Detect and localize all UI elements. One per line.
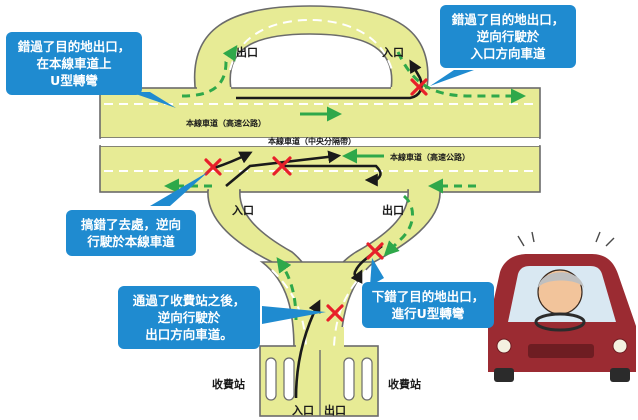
cross-mark-top-right <box>410 78 428 96</box>
callout-top-left-line-2: 在本線車道上 <box>36 56 112 71</box>
black-arrow-upper-mainline <box>236 59 423 100</box>
green-arrow-top-loop-exit <box>181 45 238 98</box>
top-loop-ramp <box>193 5 429 96</box>
label-gate-entrance: 入口 <box>292 404 314 417</box>
black-arrow-mainline-uturn <box>280 164 382 187</box>
wrong-way-driver-illustration <box>488 231 636 382</box>
toll-plaza <box>259 345 379 417</box>
label-toll-left: 收費站 <box>212 377 245 391</box>
cross-mark-right-ramp <box>366 242 384 260</box>
normal-flow-arrows <box>164 45 526 321</box>
label-entrance-top-right: 入口 <box>382 46 404 59</box>
callout-top-left: 錯過了目的地出口， 在本線車道上 U型轉彎 <box>6 32 142 95</box>
panic-lines <box>517 231 615 247</box>
car-headlight-left <box>496 338 512 354</box>
toll-booths <box>265 357 373 401</box>
pointer-top-left <box>130 92 176 108</box>
pointer-top-right <box>430 70 474 86</box>
wrong-way-marks <box>204 78 428 322</box>
car-headlight-right <box>612 338 628 354</box>
driver-hair <box>538 272 584 288</box>
label-lane-upper: 本線車道（高速公路） <box>185 118 266 128</box>
callout-top-left-line-3: U型轉彎 <box>50 73 98 88</box>
callout-bottom-left-line-1: 通過了收費站之後， <box>132 293 246 308</box>
median-strip <box>101 138 539 146</box>
car-wheel-right <box>610 368 630 382</box>
black-arrow-lower-reverse <box>213 151 253 170</box>
callout-top-right-line-1: 錯過了目的地出口， <box>451 12 565 27</box>
callout-mid-right-line-1: 下錯了目的地出口， <box>371 289 485 304</box>
callout-bottom-left-line-3: 出口方向車道。 <box>145 327 233 342</box>
callout-mid-left-line-2: 行駛於本線車道 <box>87 234 175 249</box>
steering-wheel <box>534 312 586 332</box>
callout-bottom-left-line-2: 逆向行駛於 <box>157 310 221 325</box>
green-arrow-top-right-entrance <box>396 51 526 104</box>
callout-mid-left-line-1: 搞錯了去處，逆向 <box>80 217 181 232</box>
callout-bottom-left: 通過了收費站之後， 逆向行駛於 出口方向車道。 <box>118 286 260 349</box>
callout-top-right-line-3: 入口方向車道 <box>470 46 546 61</box>
callout-top-right-line-2: 逆向行駛於 <box>476 29 540 44</box>
green-arrow-lower-right-entrance <box>383 194 414 257</box>
callout-top-right: 錯過了目的地出口， 逆向行駛於 入口方向車道 <box>440 5 576 68</box>
callout-mid-right: 下錯了目的地出口， 進行U型轉彎 <box>362 282 494 328</box>
label-exit-mid-right: 出口 <box>382 203 404 217</box>
cross-mark-exit-lane <box>326 304 344 322</box>
pointer-bottom-left <box>262 306 326 324</box>
cross-mark-left-junction <box>204 158 222 176</box>
black-arrow-ramp-reverse <box>225 150 342 187</box>
label-entrance-mid-left: 入口 <box>232 204 254 217</box>
mainline-green-arrows <box>300 106 384 164</box>
label-exit-top-left: 出口 <box>236 45 258 59</box>
callout-pointers <box>130 70 474 324</box>
car-wheel-left <box>494 368 514 382</box>
label-gate-exit: 出口 <box>324 403 346 417</box>
label-lane-lower: 本線車道（高速公路） <box>389 152 470 162</box>
callout-mid-right-line-2: 進行U型轉彎 <box>391 306 465 321</box>
pointer-mid-left <box>150 172 208 206</box>
callout-mid-left: 搞錯了去處，逆向 行駛於本線車道 <box>66 210 196 256</box>
pointer-mid-right <box>370 258 384 286</box>
car-grille <box>528 344 594 358</box>
label-toll-right: 收費站 <box>388 377 421 391</box>
cross-mark-median <box>272 156 292 176</box>
callout-top-left-line-1: 錯過了目的地出口， <box>17 39 131 54</box>
label-lane-median: 本線車道（中央分隔帶） <box>267 136 356 146</box>
